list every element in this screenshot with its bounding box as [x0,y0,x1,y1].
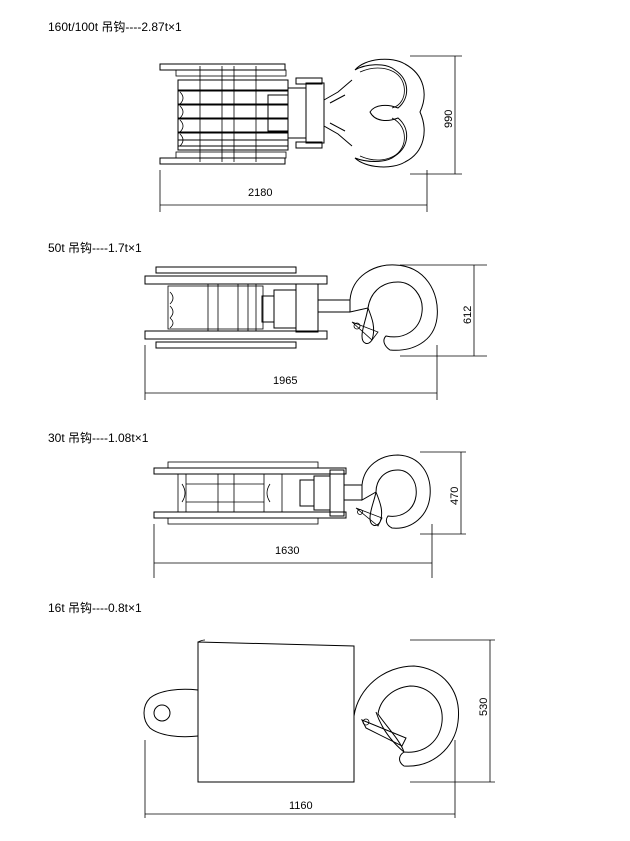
hook-30t-height-dim: 470 [449,487,461,505]
hook-30t-drawing [153,451,466,578]
hook-160t-title: 160t/100t 吊钩----2.87t×1 [48,20,182,34]
hook-16t-height-dim: 530 [478,698,490,716]
hook-16t-title: 16t 吊钩----0.8t×1 [48,601,142,615]
hook-30t-width-dim: 1630 [275,545,299,557]
hook-50t-height-dim: 612 [462,306,474,324]
hook-30t-title: 30t 吊钩----1.08t×1 [48,431,149,445]
hook-16t-width-dim: 1160 [289,800,313,812]
hook-50t-title: 50t 吊钩----1.7t×1 [48,241,142,255]
hook-160t-drawing [159,55,462,212]
hook-160t-width-dim: 2180 [248,187,272,199]
hook-16t-drawing [143,639,495,818]
hook-50t-drawing [144,264,487,400]
hook-50t-width-dim: 1965 [273,375,297,387]
hook-160t-height-dim: 990 [443,110,455,128]
